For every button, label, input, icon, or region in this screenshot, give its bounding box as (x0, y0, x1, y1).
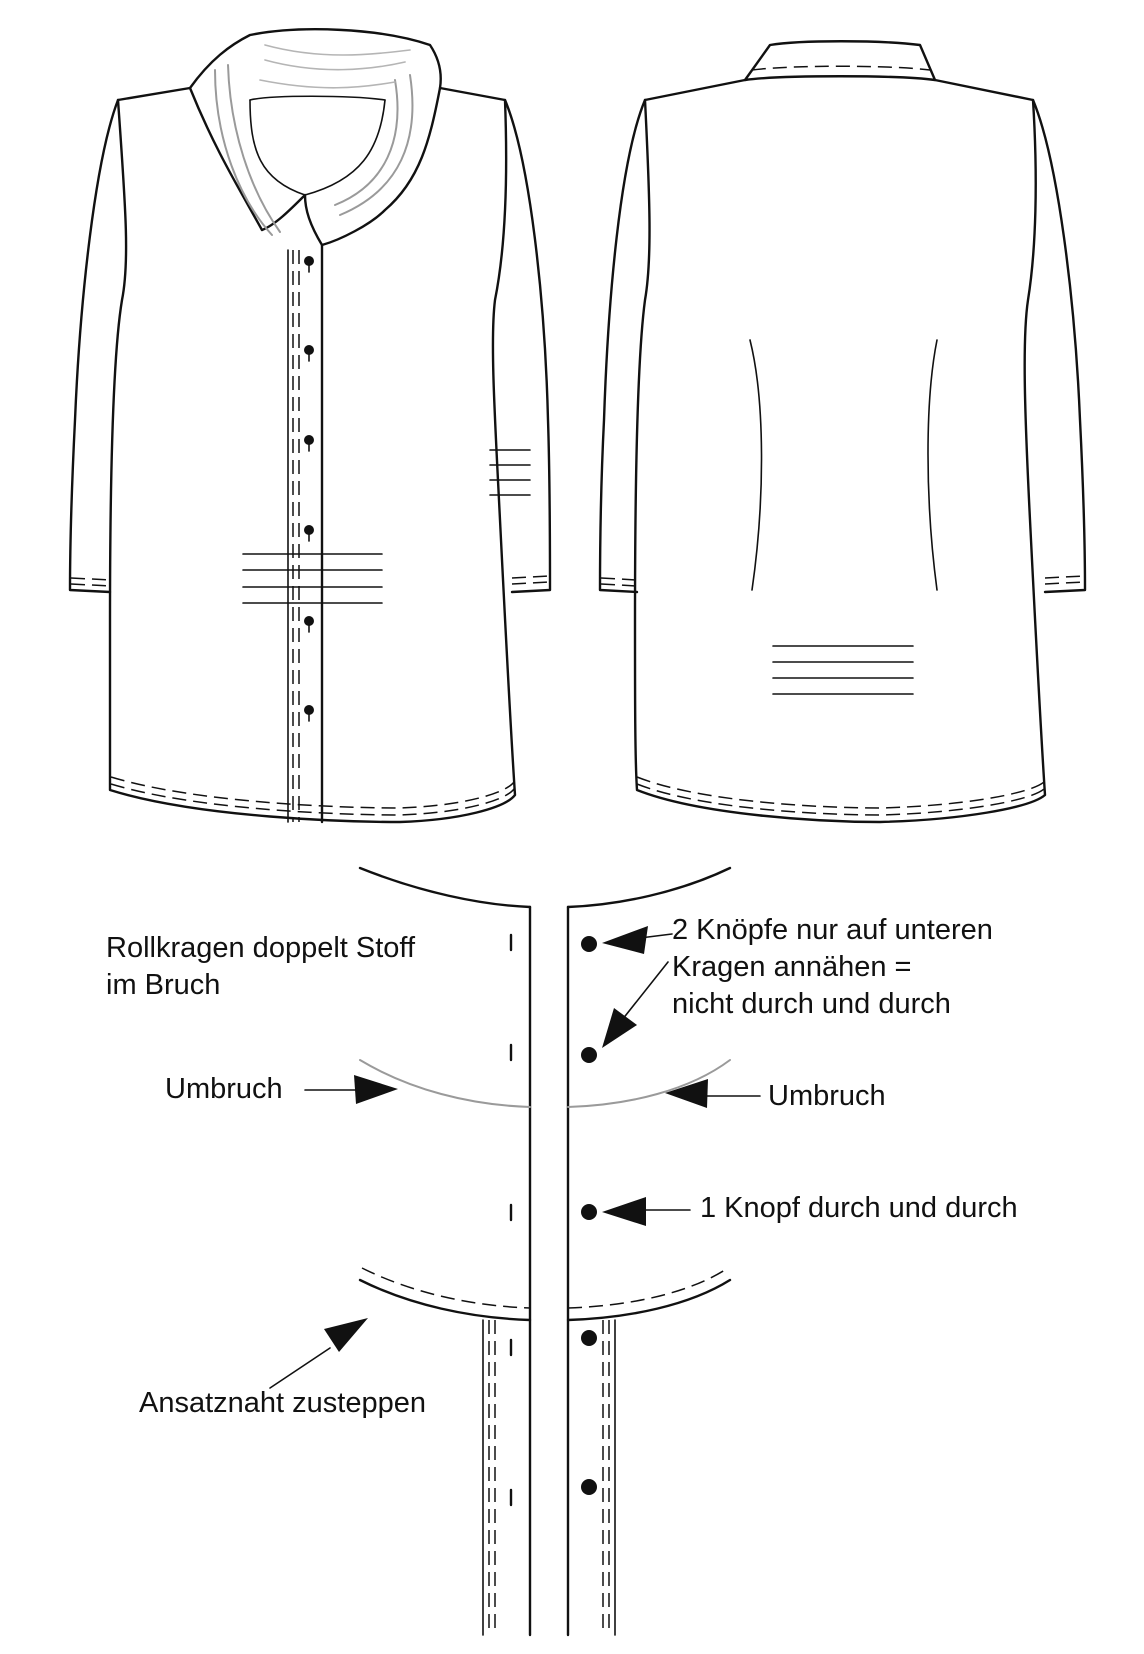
front-collar-fold-6 (264, 59, 406, 71)
back-sleeve-right-cuff-stitch-2 (1044, 581, 1085, 585)
ansatznaht-label: Ansatznaht zusteppen (139, 1387, 426, 1419)
annotation-arrows (269, 926, 761, 1389)
front-hem-stitch (110, 776, 515, 809)
detail-button (581, 1479, 597, 1495)
detail-top-curve-right (566, 866, 732, 909)
front-hem-stitch-2 (110, 783, 515, 816)
detail-buttons (581, 936, 597, 1495)
knoepfe-note-line-3: nicht durch und durch (672, 988, 951, 1020)
front-collar-fold-3 (339, 74, 414, 216)
front-sleeve-right-cuff-stitch-2 (511, 581, 550, 585)
arrow-head (324, 1318, 368, 1352)
front-collar-fold-4 (334, 79, 399, 206)
front-sleeve-left (68, 98, 120, 594)
detail-top-curve-left (358, 866, 532, 909)
knopf-note-label: 1 Knopf durch und durch (700, 1192, 1018, 1224)
knoepfe-note-line-2: Kragen annähen = (672, 951, 912, 983)
front-sleeve-left-cuff-stitch (70, 577, 112, 581)
back-sleeve-left-cuff-stitch (600, 577, 638, 581)
front-sleeve-left-cuff-stitch-2 (70, 583, 112, 587)
back-dart-right (927, 339, 938, 591)
detail-button (581, 1204, 597, 1220)
back-hem-stitch (636, 776, 1045, 809)
detail-seam-stitch-right (567, 1267, 729, 1309)
back-sleeve-left-cuff-stitch-2 (600, 583, 638, 587)
front-collar-fold-7 (259, 79, 396, 89)
back-sleeve-right (1031, 98, 1087, 594)
detail-button (581, 1330, 597, 1346)
front-sleeve-right (503, 98, 552, 594)
front-collar-fold-5 (264, 44, 411, 56)
detail-seam-curve-left (358, 1278, 532, 1322)
detail-fold-curve-left (359, 1059, 531, 1108)
detail-button (581, 1047, 597, 1063)
collar-detail (269, 866, 761, 1637)
detail-button (581, 936, 597, 952)
detail-fold-curve-right (567, 1059, 731, 1108)
arrow-head (602, 1197, 646, 1226)
back-sleeve-left (598, 98, 647, 594)
rollkragen-line-1: Rollkragen doppelt Stoff (106, 932, 416, 964)
front-collar-fold-2 (227, 64, 281, 233)
umbruch-left-label: Umbruch (165, 1073, 283, 1105)
rollkragen-line-2: im Bruch (106, 969, 221, 1001)
knoepfe-note-label: 2 Knöpfe nur auf unteren Kragen annähen … (672, 912, 993, 1023)
knoepfe-note-line-1: 2 Knöpfe nur auf unteren (672, 914, 993, 946)
front-sleeve-right-cuff-stitch (511, 575, 550, 579)
arrow-head (602, 1008, 637, 1048)
back-collar-stitch (751, 65, 931, 71)
front-sleeve-left-cuff (69, 589, 111, 593)
umbruch-right-label: Umbruch (768, 1080, 886, 1112)
front-measure-lines (242, 449, 531, 604)
back-measure-lines (772, 645, 914, 695)
back-hem-stitch-2 (636, 783, 1045, 816)
arrow-head (602, 926, 648, 954)
back-sleeve-right-cuff-stitch (1044, 575, 1085, 579)
arrow-head (354, 1075, 398, 1104)
detail-seam-stitch-left (361, 1267, 531, 1309)
front-view (68, 28, 552, 824)
front-collar-fold-1 (214, 69, 273, 236)
back-collar (743, 40, 937, 82)
front-collar-inner (249, 99, 386, 196)
back-dart-left (749, 339, 763, 591)
front-body-outline (108, 86, 517, 824)
detail-seam-curve-right (566, 1278, 732, 1322)
rollkragen-label: Rollkragen doppelt Stoff im Bruch (106, 930, 415, 1004)
front-collar-outer (188, 28, 442, 247)
back-view (598, 40, 1087, 824)
front-collar-neckline (249, 95, 386, 101)
front-buttons (304, 256, 314, 722)
arrow-head (665, 1079, 708, 1108)
back-body-outline (633, 78, 1047, 824)
